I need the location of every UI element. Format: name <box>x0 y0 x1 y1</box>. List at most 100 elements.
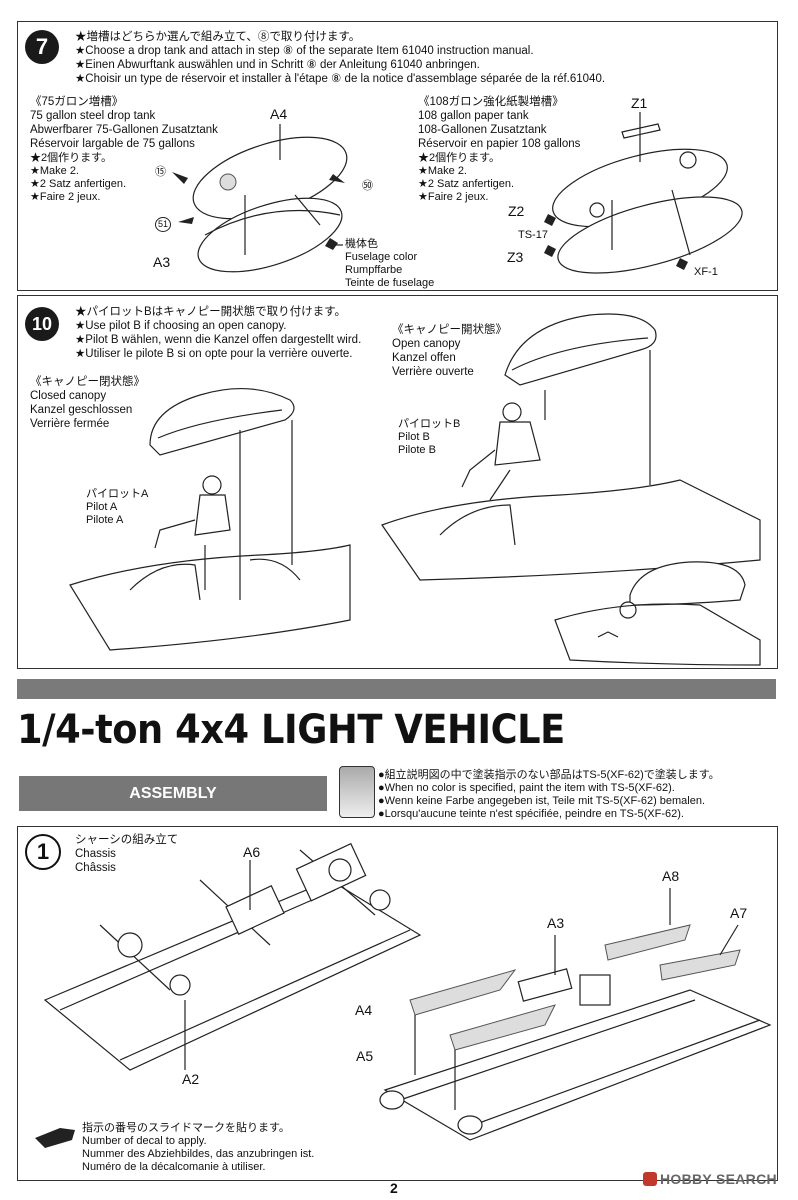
assembly-note-jp: ●組立説明図の中で塗装指示のない部品はTS-5(XF-62)で塗装します。 <box>378 769 720 781</box>
step10-instr-fr: ★Utiliser le pilote B si on opte pour la… <box>75 348 353 360</box>
chassis-part-a3: A3 <box>547 915 565 931</box>
tank75-make-fr: ★Faire 2 jeux. <box>30 191 101 203</box>
closed-de: Kanzel geschlossen <box>30 404 133 416</box>
step7-instructions: ★増槽はどちらか選んで組み立て、⑧で取り付けます。 ★Choose a drop… <box>75 30 675 86</box>
pilot-b-en: Pilot B <box>398 431 430 443</box>
step7-number: 7 <box>25 30 59 64</box>
tank75-fr: Réservoir largable de 75 gallons <box>30 138 195 150</box>
banner-title: 1/4-ton 4x4 LIGHT VEHICLE <box>17 707 565 753</box>
hobby-search-logo-icon <box>643 1172 657 1186</box>
assembly-note-de: ●Wenn keine Farbe angegeben ist, Teile m… <box>378 795 706 807</box>
tank75-part-a4: A4 <box>270 106 288 122</box>
step7-instr-fr: ★Choisir un type de réservoir et install… <box>75 73 606 85</box>
chassis-part-a4: A4 <box>355 1002 373 1018</box>
open-fr: Verrière ouverte <box>392 366 474 378</box>
step7-instr-jp: ★増槽はどちらか選んで組み立て、⑧で取り付けます。 <box>75 31 361 43</box>
pilot-a-jp: パイロットA <box>86 488 149 500</box>
tank75-part-d15: ⑮ <box>155 166 166 178</box>
step10-instr-en: ★Use pilot B if choosing an open canopy. <box>75 320 287 332</box>
step1-jp: シャーシの組み立て <box>75 834 179 846</box>
step1-caption: シャーシの組み立て Chassis Châssis <box>75 833 178 875</box>
assembly-label: ASSEMBLY <box>19 776 327 811</box>
closed-jp: 《キャノピー閉状態》 <box>30 376 145 388</box>
tank108-caption: 《108ガロン強化紙製増槽》 108 gallon paper tank 108… <box>418 95 580 151</box>
step10-number: 10 <box>25 307 59 341</box>
decal-note-fr: Numéro de la décalcomanie à utiliser. <box>82 1161 266 1173</box>
assembly-notes: ●組立説明図の中で塗装指示のない部品はTS-5(XF-62)で塗装します。 ●W… <box>378 769 720 821</box>
color-de: Rumpffarbe <box>345 264 403 276</box>
tank108-part-z1: Z1 <box>631 95 648 111</box>
banner-bar <box>17 679 776 699</box>
tank108-part-ts17: TS-17 <box>518 229 548 241</box>
chassis-part-a7: A7 <box>730 905 748 921</box>
decal-note-en: Number of decal to apply. <box>82 1135 207 1147</box>
closed-en: Closed canopy <box>30 390 107 402</box>
pilot-a-en: Pilot A <box>86 501 118 513</box>
tank108-de: 108-Gallonen Zusatztank <box>418 124 547 136</box>
tank75-part-a3: A3 <box>153 254 171 270</box>
decal-note-jp: 指示の番号のスライドマークを貼ります。 <box>82 1122 290 1134</box>
tank75-part-d50: ㊿ <box>362 180 373 192</box>
page-number: 2 <box>390 1180 398 1196</box>
tank75-part-d51: 51 <box>155 217 171 232</box>
tank108-make: ★2個作ります。 ★Make 2. ★2 Satz anfertigen. ★F… <box>418 152 514 204</box>
tank75-caption: 《75ガロン増槽》 75 gallon steel drop tank Abwe… <box>30 95 218 151</box>
step10-instr-de: ★Pilot B wählen, wenn die Kanzel offen d… <box>75 334 362 346</box>
step1-fr: Châssis <box>75 862 116 874</box>
pilot-a-label: パイロットA Pilot A Pilote A <box>86 488 148 527</box>
step1-number: 1 <box>25 834 61 870</box>
color-en: Fuselage color <box>345 251 418 263</box>
chassis-part-a2: A2 <box>182 1071 200 1087</box>
chassis-part-a8: A8 <box>662 868 680 884</box>
tank108-part-z3: Z3 <box>507 249 524 265</box>
tank75-color-note: 機体色 Fuselage color Rumpffarbe Teinte de … <box>345 238 434 290</box>
tank108-en: 108 gallon paper tank <box>418 110 529 122</box>
closed-canopy-caption: 《キャノピー閉状態》 Closed canopy Kanzel geschlos… <box>30 375 145 431</box>
tank75-de: Abwerfbarer 75-Gallonen Zusatztank <box>30 124 218 136</box>
tank108-make-jp: ★2個作ります。 <box>418 152 501 164</box>
pilot-b-fr: Pilote B <box>398 444 436 456</box>
step10-panel <box>17 295 778 669</box>
assembly-note-fr: ●Lorsqu'aucune teinte n'est spécifiée, p… <box>378 808 684 820</box>
tank108-make-fr: ★Faire 2 jeux. <box>418 191 489 203</box>
open-jp: 《キャノピー開状態》 <box>392 324 507 336</box>
step1-panel <box>17 826 778 1181</box>
assembly-note-en: ●When no color is specified, paint the i… <box>378 782 675 794</box>
step7-instr-en: ★Choose a drop tank and attach in step ⑧… <box>75 45 534 57</box>
tank75-make-en: ★Make 2. <box>30 165 79 177</box>
open-en: Open canopy <box>392 338 461 350</box>
step7-instr-de: ★Einen Abwurftank auswählen und in Schri… <box>75 59 480 71</box>
tank108-make-en: ★Make 2. <box>418 165 467 177</box>
tank75-en: 75 gallon steel drop tank <box>30 110 156 122</box>
decal-note-de: Nummer des Abziehbildes, das anzubringen… <box>82 1148 315 1160</box>
tank75-make-de: ★2 Satz anfertigen. <box>30 178 127 190</box>
tank108-part-xf1: XF-1 <box>694 266 718 278</box>
open-de: Kanzel offen <box>392 352 456 364</box>
pilot-b-label: パイロットB Pilot B Pilote B <box>398 418 460 457</box>
step1-en: Chassis <box>75 848 116 860</box>
color-jp: 機体色 <box>345 238 378 250</box>
tank75-make-jp: ★2個作ります。 <box>30 152 113 164</box>
tank75-jp: 《75ガロン増槽》 <box>30 96 124 108</box>
pilot-a-fr: Pilote A <box>86 514 124 526</box>
chassis-part-a6: A6 <box>243 844 261 860</box>
open-canopy-caption: 《キャノピー開状態》 Open canopy Kanzel offen Verr… <box>392 323 507 379</box>
step10-instructions: ★パイロットBはキャノピー開状態で取り付けます。 ★Use pilot B if… <box>75 305 575 361</box>
closed-fr: Verrière fermée <box>30 418 110 430</box>
chassis-part-a5: A5 <box>356 1048 374 1064</box>
step7-panel <box>17 21 778 291</box>
pilot-b-jp: パイロットB <box>398 418 461 430</box>
tank108-make-de: ★2 Satz anfertigen. <box>418 178 515 190</box>
tank108-fr: Réservoir en papier 108 gallons <box>418 138 581 150</box>
tank108-jp: 《108ガロン強化紙製増槽》 <box>418 96 564 108</box>
tank75-make: ★2個作ります。 ★Make 2. ★2 Satz anfertigen. ★F… <box>30 152 126 204</box>
color-fr: Teinte de fuselage <box>345 277 435 289</box>
watermark: HOBBY SEARCH <box>660 1171 777 1187</box>
paint-can-icon <box>339 766 375 818</box>
tank108-part-z2: Z2 <box>508 203 525 219</box>
